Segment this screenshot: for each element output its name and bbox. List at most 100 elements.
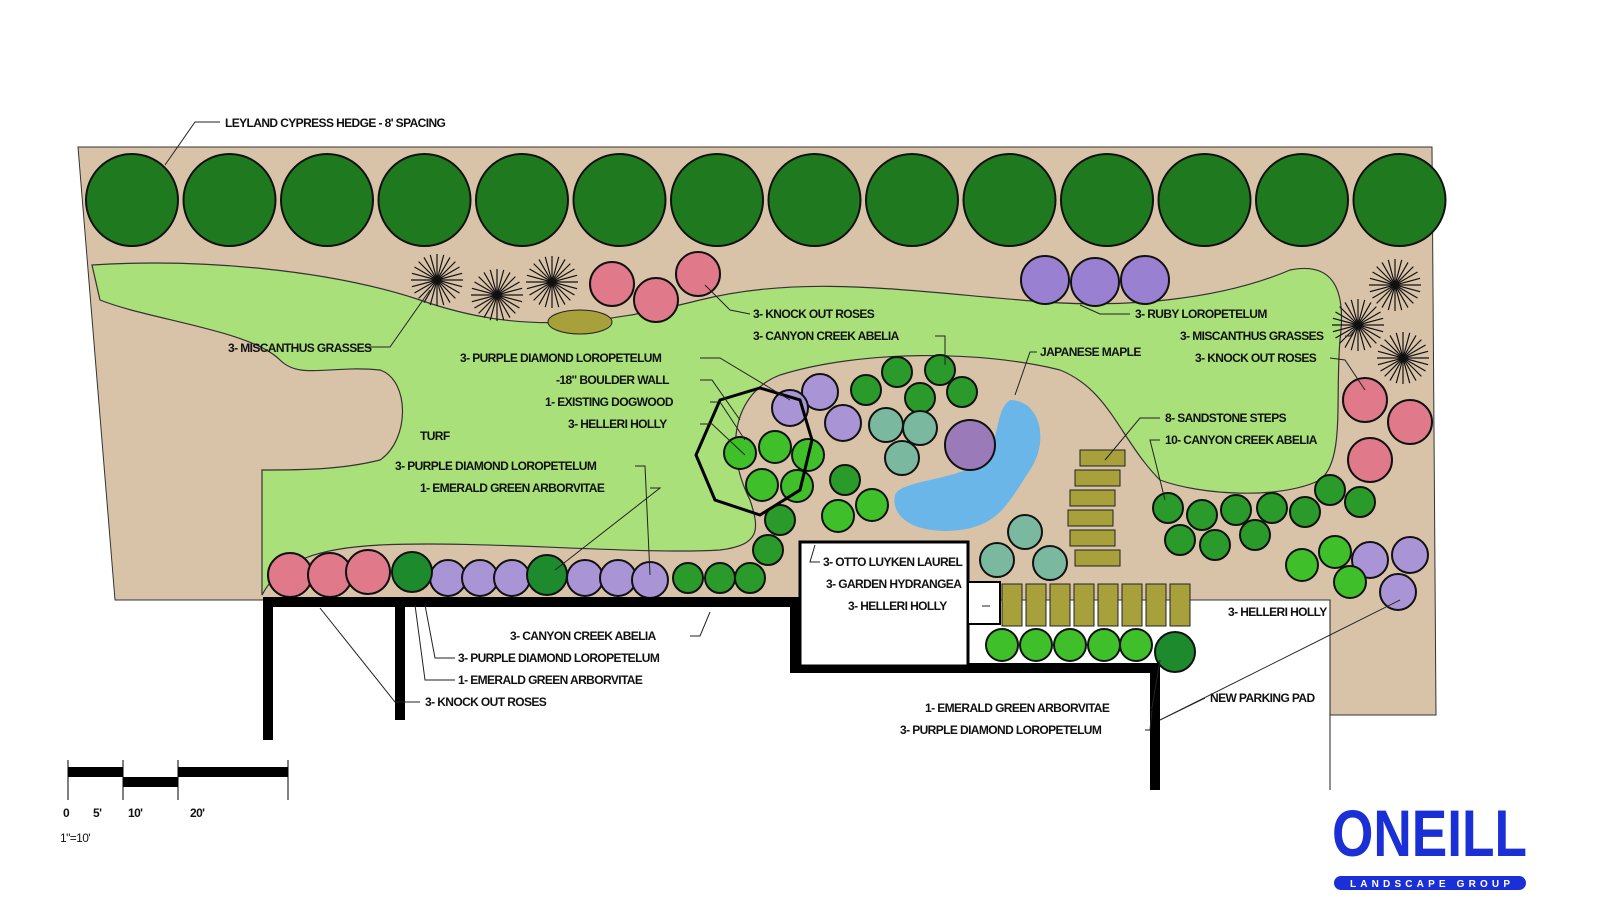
label-hedge: LEYLAND CYPRESS HEDGE - 8' SPACING: [225, 116, 446, 130]
knock-out-rose: [1387, 399, 1433, 445]
cypress-tree: [85, 153, 179, 247]
porch-step: [967, 581, 1001, 625]
miscanthus-grass: [411, 254, 463, 306]
purple-diamond-loropetalum: [566, 559, 604, 597]
canyon-creek-abelia: [904, 382, 936, 414]
canyon-creek-abelia: [1314, 474, 1346, 506]
pond: [894, 400, 1041, 531]
canyon-creek-abelia: [1186, 499, 1218, 531]
porch: [798, 540, 970, 668]
sandstone-step: [1074, 469, 1121, 487]
helleri-holly: [855, 488, 889, 522]
scale-tick-5: 5': [93, 806, 102, 820]
cypress-tree: [670, 153, 764, 247]
purple-diamond-loropetalum: [461, 559, 499, 597]
sandstone-step: [1079, 449, 1126, 467]
scale-tick-10: 10': [128, 806, 143, 820]
label-laurel: 3- OTTO LUYKEN LAUREL: [823, 555, 962, 569]
cypress-tree: [767, 153, 862, 247]
miscanthus-grass: [526, 256, 578, 308]
garden-hydrangea: [868, 407, 904, 443]
label-arborvitae-right: 1- EMERALD GREEN ARBORVITAE: [925, 701, 1110, 715]
helleri-holly: [1333, 565, 1367, 599]
purple-diamond-loropetalum: [801, 373, 839, 411]
knock-out-rose: [633, 277, 679, 323]
knock-out-rose: [345, 549, 391, 595]
emerald-green-arborvitae: [526, 554, 568, 596]
knock-out-rose: [589, 261, 635, 307]
label-hydrangea: 3- GARDEN HYDRANGEA: [826, 577, 962, 591]
canyon-creek-abelia: [924, 354, 956, 386]
oneill-logo: ONEILL LANDSCAPE GROUP: [1332, 796, 1527, 890]
canyon-creek-abelia: [829, 464, 861, 496]
label-holly-right: 3- HELLERI HOLLY: [1228, 605, 1327, 619]
canyon-creek-abelia: [1152, 492, 1184, 524]
purple-diamond-loropetalum: [1379, 573, 1417, 611]
sandstone-step: [1069, 489, 1116, 507]
purple-diamond-loropetalum: [493, 559, 531, 597]
label-maple: JAPANESE MAPLE: [1040, 345, 1141, 359]
helleri-holly: [1318, 535, 1352, 569]
label-grasses-left: 3- MISCANTHUS GRASSES: [228, 341, 372, 355]
boulder: [547, 309, 613, 335]
cypress-tree: [377, 153, 472, 247]
helleri-holly: [745, 468, 779, 502]
label-ruby: 3- RUBY LOROPETELUM: [1135, 307, 1267, 321]
miscanthus-grass: [471, 269, 523, 321]
canyon-creek-abelia: [1344, 486, 1376, 518]
paver: [1025, 583, 1047, 627]
plant-labels: LEYLAND CYPRESS HEDGE - 8' SPACING 3- MI…: [225, 116, 1328, 737]
purple-diamond-loropetalum: [824, 404, 862, 442]
label-roses-bottom: 3- KNOCK OUT ROSES: [425, 695, 547, 709]
helleri-holly: [1019, 628, 1053, 662]
sandstone-step: [1069, 529, 1116, 547]
emerald-green-arborvitae: [391, 551, 433, 593]
purple-diamond-loropetalum: [1351, 541, 1389, 579]
ruby-loropetalum: [1120, 255, 1170, 305]
label-turf: TURF: [420, 429, 450, 443]
cypress-tree: [865, 153, 959, 247]
canyon-creek-abelia: [1289, 496, 1321, 528]
cypress-tree: [1352, 153, 1447, 247]
cypress-tree: [962, 153, 1057, 247]
scale-tick-20: 20': [190, 806, 205, 820]
canyon-creek-abelia: [1239, 519, 1271, 551]
plant-symbols: [85, 153, 1447, 673]
paver: [1097, 583, 1119, 627]
canyon-creek-abelia: [764, 504, 796, 536]
cypress-tree: [1157, 153, 1252, 247]
purple-diamond-loropetalum: [1391, 536, 1429, 574]
helleri-holly: [821, 499, 855, 533]
sandstone-step: [1067, 509, 1114, 527]
canyon-creek-abelia: [672, 562, 704, 594]
helleri-holly: [1119, 628, 1153, 662]
canyon-creek-abelia: [850, 374, 882, 406]
cypress-tree: [475, 153, 569, 247]
cypress-tree: [280, 153, 374, 247]
emerald-green-arborvitae: [1154, 631, 1196, 673]
helleri-holly: [1087, 628, 1121, 662]
label-loropetalum-left: 3- PURPLE DIAMOND LOROPETELUM: [395, 459, 597, 473]
ruby-loropetalum: [1070, 257, 1120, 307]
paver: [1121, 583, 1143, 627]
purple-diamond-loropetalum: [429, 559, 467, 597]
label-roses-right: 3- KNOCK OUT ROSES: [1195, 351, 1317, 365]
scale-bar: 0 5' 10' 20' 1"=10': [60, 760, 289, 845]
canyon-creek-abelia: [1199, 529, 1231, 561]
label-grasses-right: 3- MISCANTHUS GRASSES: [1180, 329, 1324, 343]
miscanthus-grass: [1369, 259, 1421, 311]
knock-out-rose: [1347, 437, 1393, 483]
label-arborvitae-left: 1- EMERALD GREEN ARBORVITAE: [420, 481, 605, 495]
dogwood-canopy: [694, 386, 814, 517]
helleri-holly: [780, 469, 814, 503]
scale-tick-0: 0: [63, 806, 70, 820]
scale-ratio: 1"=10': [60, 831, 90, 845]
logo-name: ONEILL: [1332, 796, 1527, 870]
japanese-maple: [944, 419, 996, 471]
ruby-loropetalum: [1020, 255, 1070, 305]
canyon-creek-abelia: [1256, 492, 1288, 524]
canyon-creek-abelia: [1164, 524, 1196, 556]
helleri-holly: [1053, 628, 1087, 662]
garden-hydrangea: [1007, 514, 1043, 550]
